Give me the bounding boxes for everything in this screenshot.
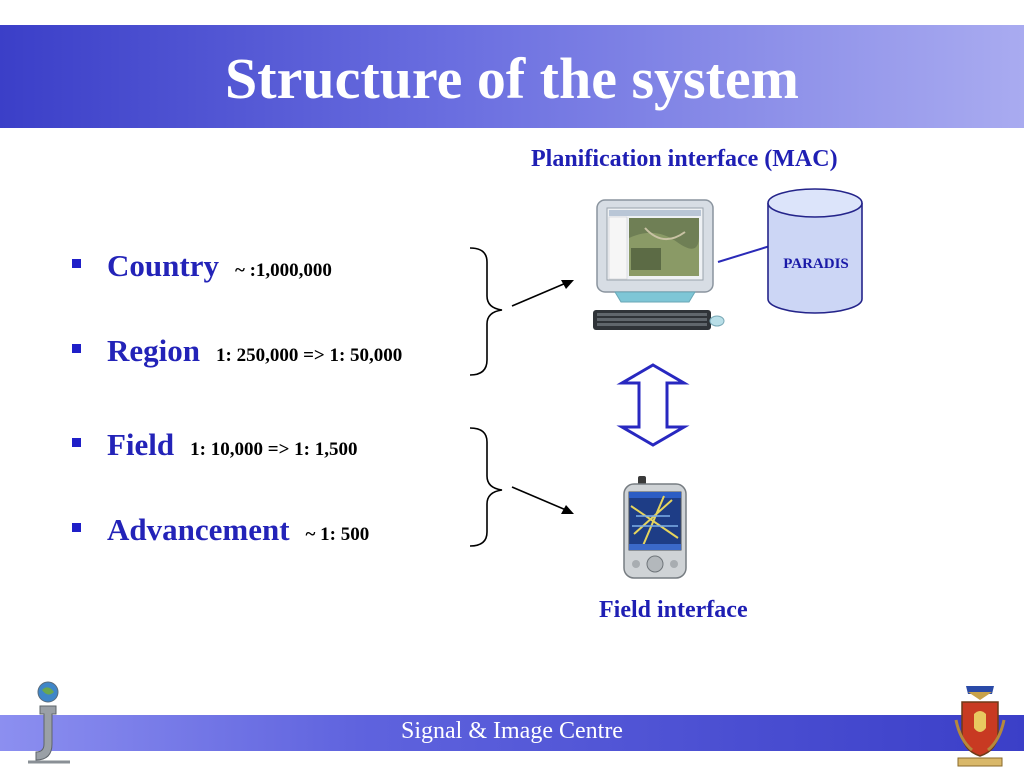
title-bar: [0, 25, 1024, 128]
field-interface-label: Field interface: [599, 597, 748, 623]
database-label: PARADIS: [783, 256, 849, 272]
footer-bar: [0, 715, 1024, 751]
bullet-marker: [72, 344, 81, 353]
arrow-head: [561, 280, 574, 289]
bullet-field: Field 1: 10,000 => 1: 1,500: [72, 427, 357, 467]
bullet-marker: [72, 523, 81, 532]
bullet-scale: 1: 10,000 => 1: 1,500: [190, 439, 358, 460]
computer-icon: [593, 199, 725, 330]
double-arrow-icon: [616, 363, 690, 447]
bullet-name: Country: [107, 248, 219, 283]
bullet-marker: [72, 259, 81, 268]
planification-label: Planification interface (MAC): [531, 146, 838, 172]
brace-top: [469, 247, 503, 376]
arrow-to-pda: [511, 486, 567, 511]
bullet-region: Region 1: 250,000 => 1: 50,000: [72, 333, 402, 373]
crest-icon: [954, 686, 1006, 767]
pda-icon: [623, 476, 687, 579]
bullet-name: Advancement: [107, 512, 290, 547]
bullet-scale: 1: 250,000 => 1: 50,000: [216, 345, 403, 366]
computer-db-link: [717, 245, 771, 263]
bullet-country: Country ~ :1,000,000: [72, 248, 332, 288]
logo-icon: [28, 681, 70, 764]
bullet-advancement: Advancement ~ 1: 500: [72, 512, 369, 552]
bullet-name: Field: [107, 427, 175, 462]
brace-bottom: [469, 427, 503, 547]
arrow-to-computer: [511, 282, 567, 307]
bullet-name: Region: [107, 333, 200, 368]
bullet-marker: [72, 438, 81, 447]
database-icon: [767, 188, 863, 314]
bullet-scale: ~ 1: 500: [305, 524, 370, 545]
footer-text: Signal & Image Centre: [401, 718, 623, 744]
bullet-scale: ~ :1,000,000: [234, 260, 332, 281]
arrow-head: [561, 505, 574, 514]
page-title: Structure of the system: [225, 46, 799, 111]
